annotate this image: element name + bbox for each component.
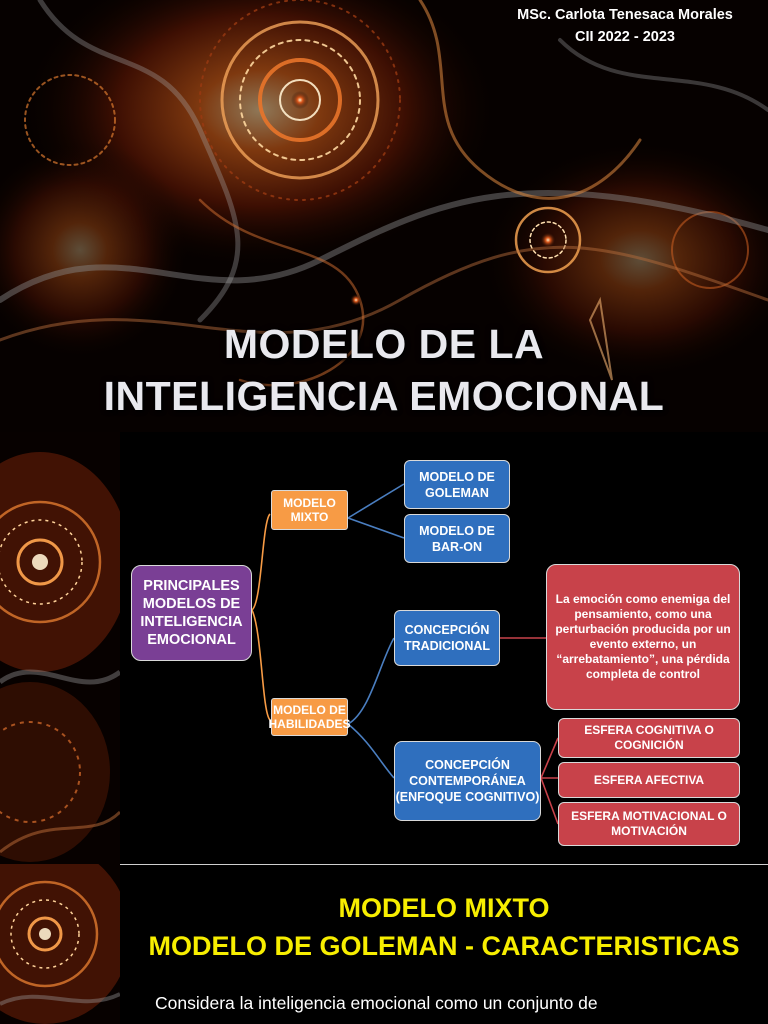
section-title: MODELO MIXTO [338, 893, 550, 923]
academic-period: CII 2022 - 2023 [575, 29, 675, 45]
fractal-side-art [0, 864, 120, 1024]
cognitive-sphere-node: ESFERA COGNITIVA O COGNICIÓN [558, 718, 740, 758]
diagram-slide: PRINCIPALES MODELOS DE INTELIGENCIA EMOC… [0, 432, 768, 864]
title-slide: MSc. Carlota Tenesaca Morales CII 2022 -… [0, 0, 768, 432]
deck-title-line1: MODELO DE LA [223, 321, 545, 367]
main-models-node: PRINCIPALES MODELOS DE INTELIGENCIA EMOC… [131, 565, 252, 661]
traditional-description-node: La emoción como enemiga del pensamiento,… [546, 564, 740, 710]
goleman-model-node: MODELO DE GOLEMAN [404, 460, 510, 509]
contemporary-conception-node: CONCEPCIÓN CONTEMPORÁNEA (ENFOQUE COGNIT… [394, 741, 541, 821]
traditional-conception-node: CONCEPCIÓN TRADICIONAL [394, 610, 500, 666]
abilities-model-node: MODELO DE HABILIDADES [269, 698, 351, 736]
section-subtitle: MODELO DE GOLEMAN - CARACTERISTICAS [148, 931, 740, 961]
fractal-background-art [0, 0, 768, 432]
baron-model-node: MODELO DE BAR-ON [404, 514, 510, 563]
author-block: MSc. Carlota Tenesaca Morales CII 2022 -… [490, 4, 760, 48]
deck-title: MODELO DE LA INTELIGENCIA EMOCIONAL [0, 318, 768, 422]
fractal-side-art [0, 432, 120, 864]
section-body-text: Considera la inteligencia emocional como… [155, 993, 598, 1013]
mixed-model-node: MODELO MIXTO [271, 490, 348, 530]
affective-sphere-node: ESFERA AFECTIVA [558, 762, 740, 798]
diagram-connectors [251, 483, 559, 825]
deck-title-line2: INTELIGENCIA EMOCIONAL [103, 373, 665, 419]
slide-separator [120, 864, 768, 865]
author-name: MSc. Carlota Tenesaca Morales [517, 7, 733, 23]
motivational-sphere-node: ESFERA MOTIVACIONAL O MOTIVACIÓN [558, 802, 740, 846]
goleman-slide: MODELO MIXTO MODELO DE GOLEMAN - CARACTE… [0, 864, 768, 1024]
